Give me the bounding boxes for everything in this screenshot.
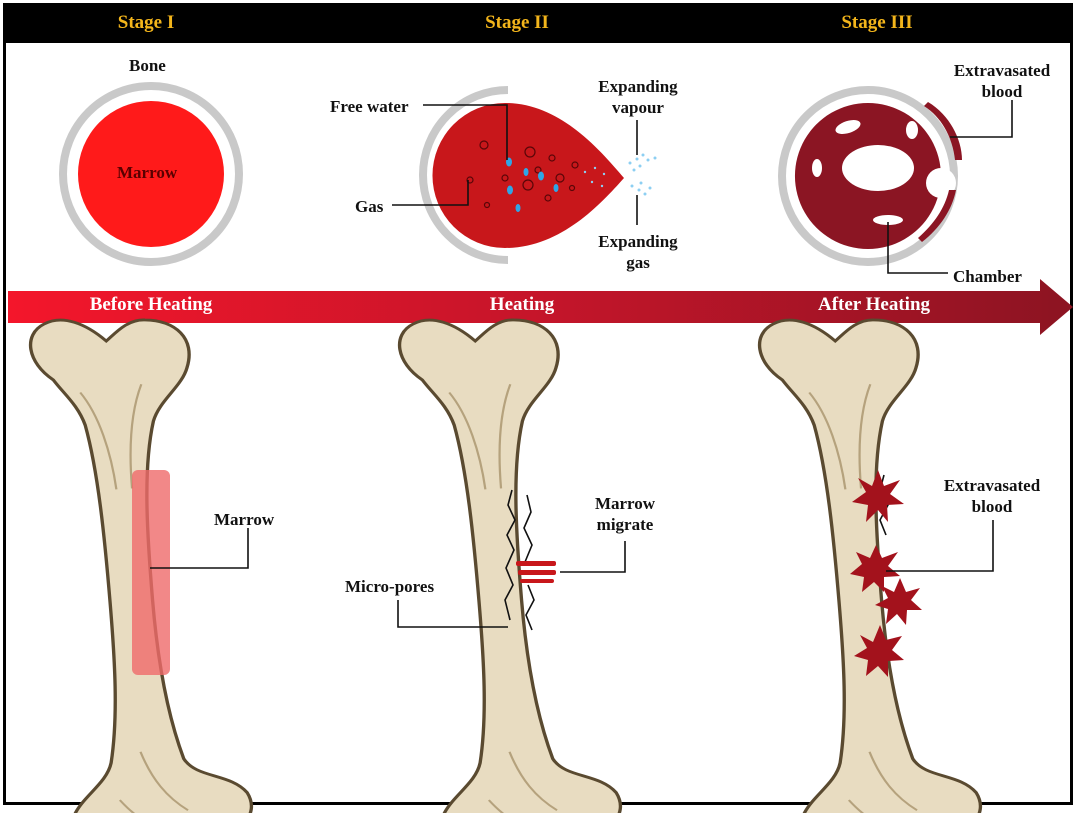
bone-marrow-label: Marrow bbox=[214, 510, 275, 529]
figure-frame: Stage I Stage II Stage III bbox=[3, 3, 1073, 805]
expanding-gas-label: Expanding gas bbox=[592, 231, 684, 273]
extravasated-bottom-line-2: blood bbox=[971, 497, 1013, 516]
expanding-gas-line-1: Expanding bbox=[598, 232, 678, 251]
stage-1-title: Stage I bbox=[117, 12, 175, 33]
expanding-vapour-line-1: Expanding bbox=[598, 77, 678, 96]
marrow-migrate-line-2: migrate bbox=[596, 515, 654, 534]
stage-3-title: Stage III bbox=[841, 12, 913, 33]
extravasated-line-1: Extravasated bbox=[953, 61, 1051, 80]
micro-pores-label: Micro-pores bbox=[345, 577, 435, 596]
heating-label: Heating bbox=[489, 294, 555, 315]
chamber-label: Chamber bbox=[953, 267, 1022, 286]
extravasated-line-2: blood bbox=[981, 82, 1023, 101]
gas-label: Gas bbox=[355, 197, 384, 216]
before-heating-label: Before Heating bbox=[89, 294, 213, 315]
extravasated-blood-label-bottom: Extravasated blood bbox=[933, 475, 1051, 517]
after-heating-label: After Heating bbox=[817, 294, 931, 315]
marrow-migrate-label: Marrow migrate bbox=[580, 493, 670, 535]
marrow-migrate-line-1: Marrow bbox=[594, 494, 656, 513]
bone-label: Bone bbox=[129, 56, 166, 75]
stage-header-bar: Stage I Stage II Stage III bbox=[6, 6, 1070, 43]
expanding-vapour-label: Expanding vapour bbox=[592, 76, 684, 118]
stage-2-title: Stage II bbox=[485, 12, 549, 33]
extravasated-blood-label-top: Extravasated blood bbox=[952, 60, 1052, 102]
expanding-gas-line-2: gas bbox=[626, 253, 650, 272]
free-water-label: Free water bbox=[330, 97, 409, 116]
marrow-label: Marrow bbox=[117, 163, 178, 182]
extravasated-bottom-line-1: Extravasated bbox=[943, 476, 1041, 495]
expanding-vapour-line-2: vapour bbox=[612, 98, 664, 117]
